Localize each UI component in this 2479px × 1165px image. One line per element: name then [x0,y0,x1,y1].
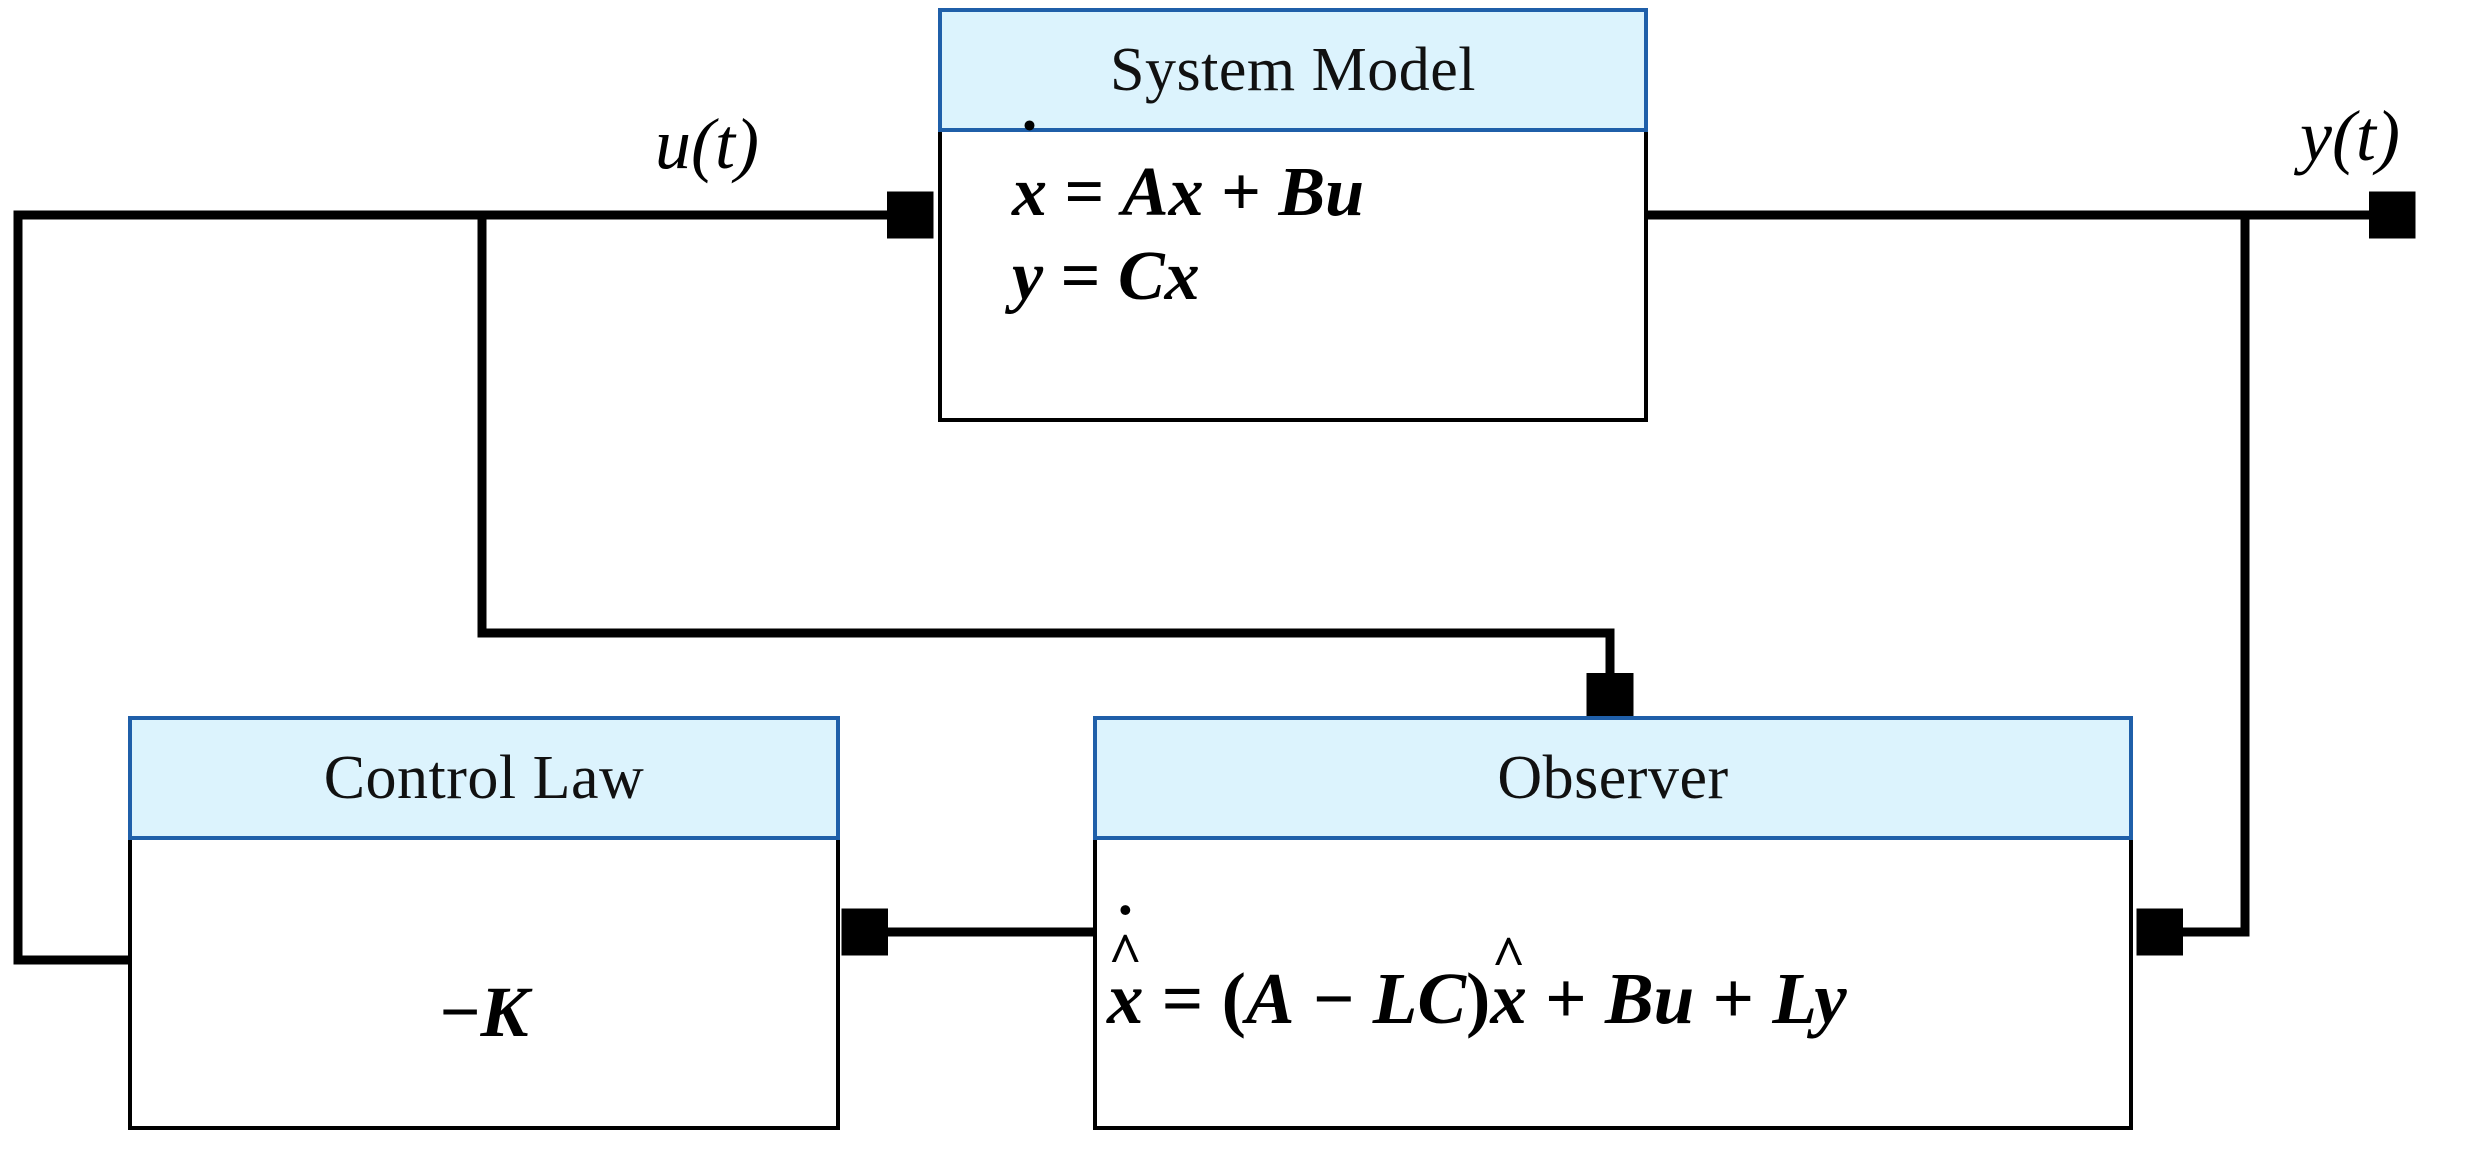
x-dot-symbol: x˙ [1012,108,1047,231]
output-signal-label: y(t) [2300,96,2400,176]
open-paren: ( [1221,958,1246,1039]
system-model-title: System Model [1110,36,1476,104]
control-law-title: Control Law [323,744,645,812]
Bu-term: Bu [1278,154,1365,231]
close-paren: ) [1466,958,1491,1039]
Cx-term: Cx [1117,238,1200,316]
control-law-header: Control Law [128,716,840,840]
A-symbol: A [1245,958,1295,1039]
observer-title: Observer [1497,744,1729,812]
control-law-body: −K [132,840,836,1126]
K-symbol: K [480,971,529,1052]
Ax-term: Ax [1121,154,1204,231]
system-model-equations: x˙ = Ax + Bu y = Cx [1012,108,1365,317]
Ly-term: Ly [1772,958,1847,1039]
x-hat-dot-symbol: x˙^ [1107,892,1144,1039]
LC-term: LC [1372,958,1467,1039]
x-hat-symbol: x^ [1490,923,1527,1039]
y-symbol: y [1012,238,1044,316]
system-model-header: System Model [938,8,1648,132]
observer-equation: x˙^ = (A − LC)x^ + Bu + Ly [1107,892,1847,1040]
system-model-body: x˙ = Ax + Bu y = Cx [942,108,1644,418]
Bu-term: Bu [1604,958,1695,1039]
minus-sign: − [439,971,481,1052]
equals-sign: = [1064,154,1105,231]
plus-sign: + [1545,958,1587,1039]
observer-body: x˙^ = (A − LC)x^ + Bu + Ly [1097,840,2129,1126]
observer-block[interactable]: Observer x˙^ = (A − LC)x^ + Bu + Ly [1093,716,2133,1130]
control-law-block[interactable]: Control Law −K [128,716,840,1130]
observer-header: Observer [1093,716,2133,840]
equals-sign: = [1161,958,1204,1039]
system-model-block[interactable]: System Model x˙ = Ax + Bu y = Cx [938,8,1648,422]
plus-sign: + [1712,958,1755,1039]
minus-sign: − [1312,958,1355,1039]
wire-output-feedback-to-observer [2140,215,2250,932]
input-signal-label: u(t) [655,104,759,184]
equals-sign: = [1060,238,1101,316]
output-equation: y = Cx [1012,238,1200,316]
dot-accent-icon: ˙ [1114,892,1137,966]
state-equation: x˙ = Ax + Bu [1012,108,1365,232]
plus-sign: + [1221,154,1261,231]
gain-equation: −K [439,972,528,1053]
